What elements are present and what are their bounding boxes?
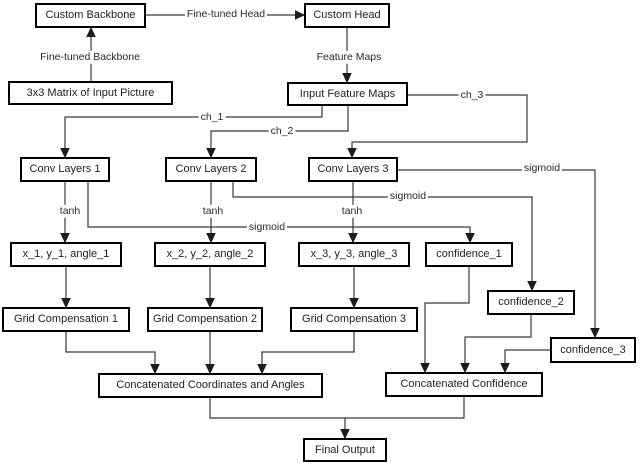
edge-label-sigmoid-3: sigmoid <box>521 161 563 175</box>
edge-ch1 <box>60 106 323 159</box>
edge-label-matrix-to-backbone: Fine-tuned Backbone <box>38 50 142 64</box>
node-xy-angle-2: x_2, y_2, angle_2 <box>154 242 266 267</box>
edge-gc3-to-concat <box>257 332 355 375</box>
edge-label-ch3: ch_3 <box>458 88 486 102</box>
node-input-feature-maps: Input Feature Maps <box>287 82 408 106</box>
node-custom-backbone: Custom Backbone <box>35 3 146 28</box>
node-concat-coords: Concatenated Coordinates and Angles <box>98 373 323 398</box>
edge-conf2-to-concat <box>460 315 532 374</box>
edge-label-head-to-ifm: Feature Maps <box>314 50 384 64</box>
node-custom-head: Custom Head <box>304 3 390 28</box>
node-xy-angle-1: x_1, y_1, angle_1 <box>10 242 122 267</box>
node-concat-conf: Concatenated Confidence <box>385 372 543 397</box>
edge-conf1-to-concat <box>420 267 470 374</box>
node-conv-layers-1: Conv Layers 1 <box>20 157 110 182</box>
node-final-output: Final Output <box>303 438 387 462</box>
node-confidence-3: confidence_3 <box>550 337 636 363</box>
edge-conf3-to-concat <box>500 349 550 374</box>
edge-gc1-to-concat <box>65 332 160 375</box>
node-grid-comp-1: Grid Compensation 1 <box>2 307 130 332</box>
edge-sigmoid-2 <box>232 182 537 292</box>
edge-concatconf-join <box>345 397 465 419</box>
edge-label-ch1: ch_1 <box>198 110 226 124</box>
node-confidence-2: confidence_2 <box>487 290 575 315</box>
node-confidence-1: confidence_1 <box>425 242 513 267</box>
edge-sigmoid-3 <box>398 169 600 339</box>
edge-label-tanh-2: tanh <box>200 204 226 218</box>
edge-label-sigmoid-1: sigmoid <box>246 220 288 234</box>
node-xy-angle-3: x_3, y_3, angle_3 <box>298 242 410 267</box>
edge-label-sigmoid-2: sigmoid <box>387 189 429 203</box>
edge-label-tanh-1: tanh <box>57 204 83 218</box>
edge-label-tanh-3: tanh <box>339 204 365 218</box>
node-grid-comp-2: Grid Compensation 2 <box>147 307 263 332</box>
edge-label-ch2: ch_2 <box>268 124 296 138</box>
edge-concat-to-final <box>209 398 350 440</box>
node-input-matrix: 3x3 Matrix of Input Picture <box>8 81 173 105</box>
node-conv-layers-2: Conv Layers 2 <box>165 157 257 182</box>
edge-label-backbone-to-head: Fine-tuned Head <box>184 7 268 21</box>
edge-ch3 <box>347 94 528 159</box>
node-grid-comp-3: Grid Compensation 3 <box>290 307 418 332</box>
node-conv-layers-3: Conv Layers 3 <box>308 157 398 182</box>
